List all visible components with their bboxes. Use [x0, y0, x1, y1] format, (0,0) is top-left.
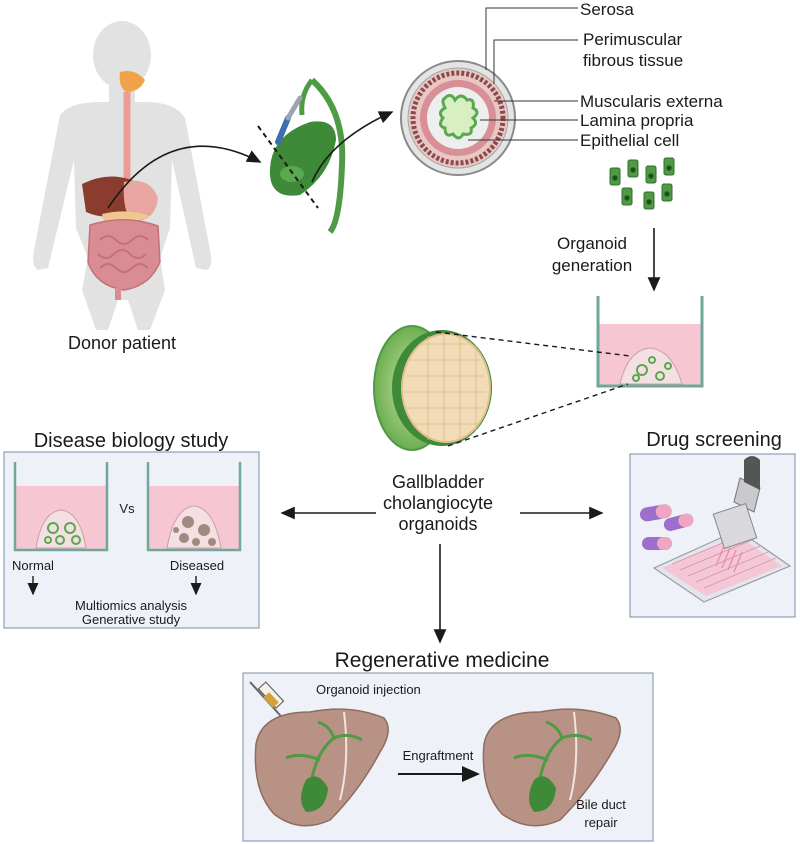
repair-label-1: Bile duct: [576, 797, 626, 812]
label-gco-1: Gallbladder: [392, 472, 484, 492]
label-gco-3: organoids: [398, 514, 477, 534]
drug-title: Drug screening: [646, 429, 782, 451]
label-perimuscular-1: Perimuscular: [583, 30, 683, 49]
generative-label: Generative study: [82, 612, 181, 627]
label-perimuscular-2: fibrous tissue: [583, 51, 683, 70]
label-organoid-gen-2: generation: [552, 256, 632, 275]
label-organoid-gen-1: Organoid: [557, 234, 627, 253]
vs-label: Vs: [119, 501, 135, 516]
zoom-line-bottom: [447, 383, 629, 447]
label-muscularis: Muscularis externa: [580, 92, 723, 111]
multiomics-label: Multiomics analysis: [75, 598, 187, 613]
donor-label: Donor patient: [68, 333, 176, 353]
layer-leader-lines: [468, 7, 578, 141]
repair-label-2: repair: [584, 815, 618, 830]
donor-body-illustration: [33, 21, 212, 330]
liver-left-illustration: [254, 708, 389, 827]
regen-title: Regenerative medicine: [335, 649, 550, 672]
diseased-label: Diseased: [170, 558, 224, 573]
multichannel-pipette-icon: [712, 456, 761, 573]
normal-well: [13, 462, 109, 552]
culture-well: [596, 296, 704, 388]
label-gco-2: cholangiocyte: [383, 493, 493, 513]
gallbladder-illustration: [269, 77, 346, 234]
arrow-donor-to-gallbladder: [107, 145, 262, 209]
normal-label: Normal: [12, 558, 54, 573]
organoid-sphere-illustration: [373, 325, 492, 451]
epithelial-cells-icon: [609, 157, 675, 210]
zoom-line-top: [435, 331, 631, 357]
cut-line: [257, 125, 319, 209]
label-epithelial: Epithelial cell: [580, 131, 679, 150]
label-lamina: Lamina propria: [580, 111, 694, 130]
injection-label: Organoid injection: [316, 682, 421, 697]
engraft-label: Engraftment: [403, 748, 474, 763]
microplate-icon: [652, 529, 792, 603]
disease-title: Disease biology study: [34, 430, 229, 452]
gallbladder-cross-section: [400, 60, 516, 176]
label-serosa: Serosa: [580, 0, 634, 19]
diseased-well: [146, 462, 242, 552]
scalpel-icon: [275, 95, 303, 145]
arrow-gallbladder-to-section: [311, 111, 394, 183]
capsule-icons: [639, 504, 694, 550]
liver-right-illustration: [482, 708, 621, 827]
